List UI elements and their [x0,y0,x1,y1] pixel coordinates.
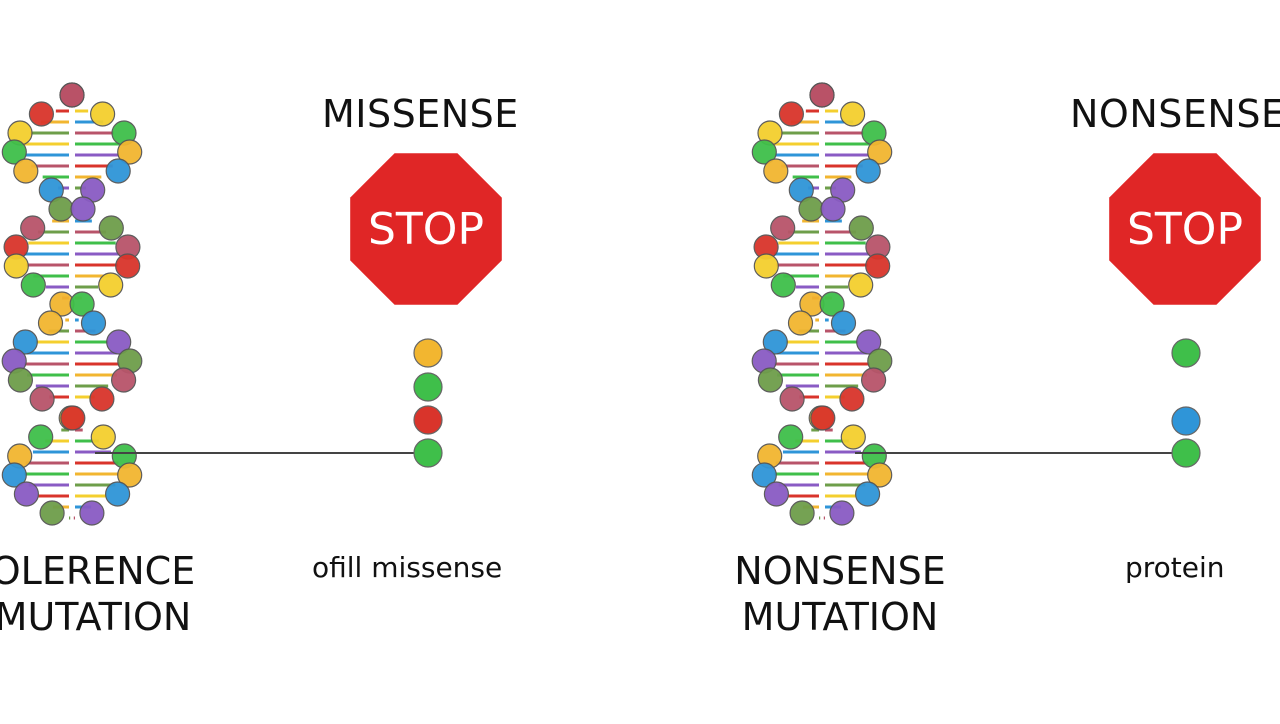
right-nucleotide [753,253,779,279]
right-nucleotide [787,310,814,336]
right-nucleotide [778,101,805,127]
right-nucleotide [848,272,874,298]
right-nucleotide [798,196,824,222]
left-nucleotide [115,253,141,279]
right-nucleotide [763,158,789,184]
left-nucleotide [90,424,116,450]
left-amino-acid [413,338,443,368]
left-stop-text: STOP [368,204,484,255]
left-mutation-label: OLERENCE MUTATION [0,548,198,640]
left-stop-octagon [350,153,502,305]
right-nucleotide [855,158,881,184]
left-amino-acid [413,405,443,435]
right-nucleotide [865,253,891,279]
left-nucleotide [39,500,65,526]
right-caption: protein [1125,551,1225,584]
right-nucleotide [778,424,804,450]
right-amino-acid [1171,438,1201,468]
left-nucleotide [7,367,33,393]
right-nucleotide [789,500,815,526]
right-nucleotide [867,462,893,488]
right-mutation-label: NONSENSE MUTATION [700,548,980,640]
right-protein-chain [855,338,1201,468]
left-nucleotide [12,329,38,355]
right-nucleotide [840,424,866,450]
left-nucleotide [89,386,115,412]
left-nucleotide [110,367,137,393]
right-nucleotide [751,462,777,488]
right-mutation-line2: MUTATION [741,595,939,639]
right-nucleotide [854,481,881,507]
left-mutation-line1: OLERENCE [0,549,196,593]
left-nucleotide [48,196,74,222]
left-nucleotide [13,481,39,507]
left-nucleotide [104,481,131,507]
left-nucleotide [1,462,27,488]
right-nucleotide [757,367,784,393]
left-nucleotide [37,310,64,336]
right-stop-sign: STOP [1109,153,1261,305]
missense-title: MISSENSE [322,92,519,136]
left-nucleotide [70,196,96,222]
left-amino-acid [413,372,443,402]
left-nucleotide [117,462,143,488]
left-stop-sign: STOP [350,153,502,305]
left-nucleotide [98,215,124,241]
left-nucleotide [69,291,95,317]
right-nucleotide [809,82,835,108]
right-nucleotide [848,215,874,241]
right-nucleotide [810,405,836,431]
right-amino-acid [1171,406,1201,436]
left-nucleotide [98,272,124,298]
right-nucleotide [779,386,805,412]
right-nucleotide [770,215,796,241]
left-nucleotide [106,329,132,355]
left-dna-helix [1,82,143,526]
right-nucleotide [856,329,882,355]
right-nucleotide [762,329,788,355]
left-nucleotide [80,310,107,336]
right-nucleotide [819,291,845,317]
right-nucleotide [839,386,865,412]
right-nucleotide [820,196,846,222]
left-nucleotide [20,272,46,298]
left-nucleotide [13,158,39,184]
left-nucleotide [117,139,143,165]
left-nucleotide [105,158,131,184]
left-caption: ofill missense [312,551,503,584]
right-stop-text: STOP [1127,204,1243,255]
left-nucleotide [79,500,105,526]
right-nucleotide [860,367,887,393]
left-nucleotide [29,386,55,412]
nonsense-title: NONSENSE [1070,92,1280,136]
right-nucleotide [763,481,790,507]
left-nucleotide [3,253,29,279]
left-nucleotide [28,101,55,127]
left-nucleotide [28,424,54,450]
right-nucleotide [751,139,777,165]
right-nucleotide [829,500,855,526]
right-nucleotide [770,272,796,298]
right-nucleotide [867,139,893,165]
right-stop-octagon [1109,153,1261,305]
left-nucleotide [89,101,116,127]
left-nucleotide [60,405,86,431]
right-mutation-line1: NONSENSE [734,549,946,593]
right-nucleotide [839,101,866,127]
right-dna-helix [751,82,893,526]
left-nucleotide [20,215,46,241]
left-nucleotide [1,139,27,165]
right-amino-acid [1171,338,1201,368]
left-amino-acid [413,438,443,468]
left-mutation-line2: MUTATION [0,595,192,639]
left-nucleotide [59,82,85,108]
left-protein-chain [95,338,443,468]
right-nucleotide [830,310,857,336]
